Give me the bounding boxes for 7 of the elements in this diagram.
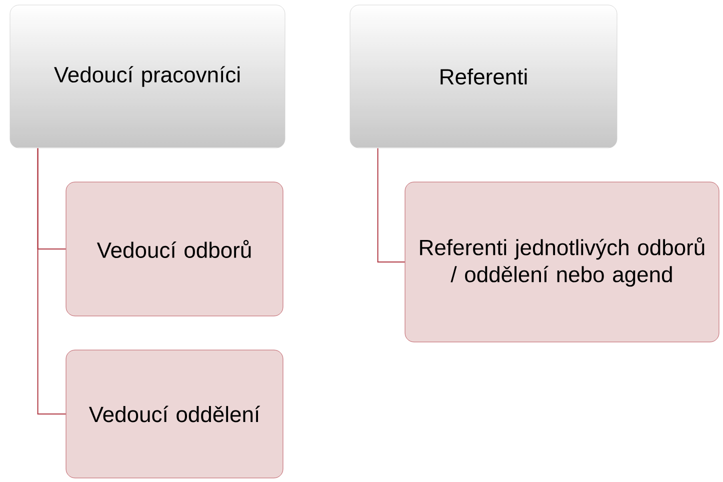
role-box: Vedoucí oddělení [66, 350, 284, 478]
group-box: Referenti [350, 4, 618, 148]
group-box: Vedoucí pracovníci [10, 4, 286, 148]
role-box: Vedoucí odborů [66, 182, 284, 316]
connector-line [377, 148, 406, 262]
role-box: Referenti jednotlivých odborů / oddělení nebo agend [404, 182, 720, 342]
connector-line [37, 148, 66, 414]
